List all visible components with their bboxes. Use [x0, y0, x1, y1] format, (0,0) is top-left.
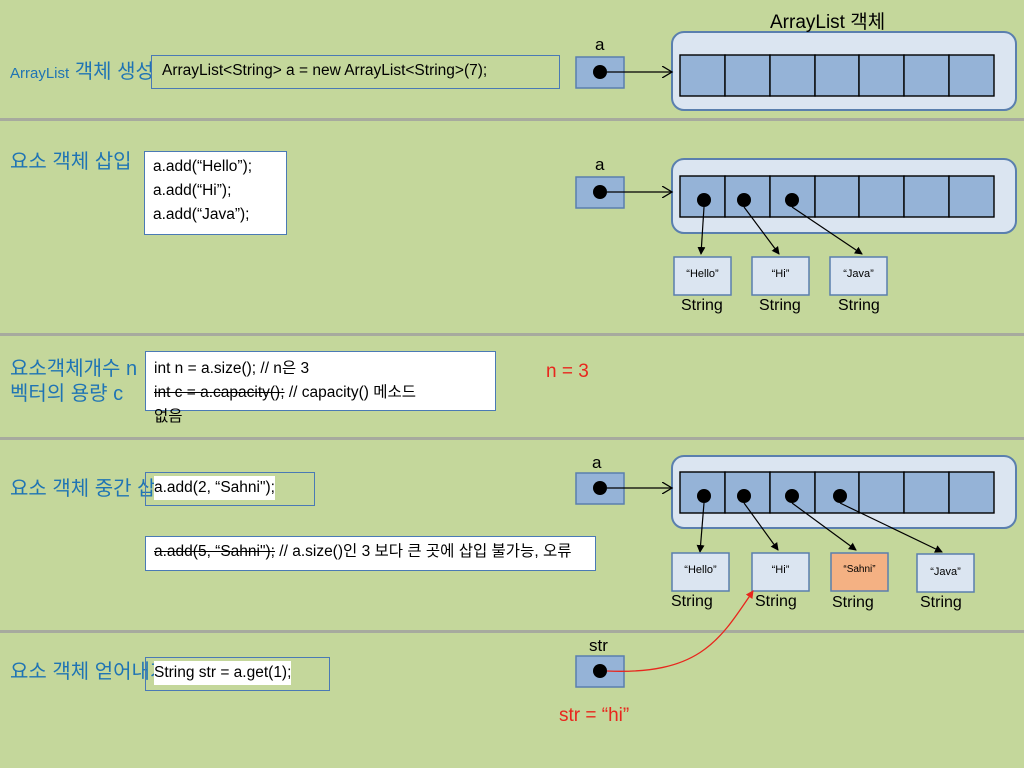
section-label-insert: 요소 객체 삽입	[10, 151, 132, 173]
code-line: ArrayList<String> a = new ArrayList<Stri…	[162, 62, 488, 79]
code-line: int c = a.capacity(); // capacity() 메소드	[154, 381, 487, 405]
code-line: a.add(“Hello”);	[153, 158, 253, 175]
type-label: String	[681, 297, 723, 314]
code-line: a.add(2, “Sahni");	[154, 476, 275, 500]
type-label: String	[838, 297, 880, 314]
section-divider	[0, 437, 1024, 440]
comment-text: // capacity() 메소드	[284, 384, 417, 401]
reference-label-str: str	[589, 636, 608, 655]
section-label-get: 요소 객체 얻어내기	[10, 661, 169, 683]
section-divider	[0, 333, 1024, 336]
string-object-text: “Hello”	[684, 564, 717, 576]
reference-label-a: a	[595, 155, 605, 174]
label-line: 벡터의 용량 c	[10, 383, 124, 405]
code-line: a.add(“Java”);	[153, 206, 250, 223]
strike-text: int c = a.capacity();	[154, 384, 285, 401]
string-object-text: “Hi”	[771, 564, 790, 576]
comment-text: // a.size()인 3 보다 큰 곳에 삽입 불가능, 오류	[274, 543, 572, 560]
result-n: n = 3	[546, 361, 589, 382]
code-line: a.add(5, “Sahni"); // a.size()인 3 보다 큰 곳…	[154, 540, 587, 564]
string-object-text: “Sahni”	[843, 564, 876, 575]
type-label: String	[832, 594, 874, 611]
string-object-text: “Hi”	[771, 268, 790, 280]
reference-label-a: a	[595, 35, 605, 54]
type-label: String	[759, 297, 801, 314]
section-label-mid-insert: 요소 객체 중간 삽입	[10, 478, 174, 500]
strike-text: a.add(5, “Sahni");	[154, 543, 275, 560]
reference-a-1	[575, 56, 672, 89]
code-size: int n = a.size(); // n은 3 int c = a.capa…	[145, 351, 496, 425]
type-label: String	[755, 593, 797, 610]
code-insert: a.add(“Hello”); a.add(“Hi”); a.add(“Java…	[144, 151, 287, 235]
arraylist-title: ArrayList 객체	[770, 12, 886, 33]
type-label: String	[920, 594, 962, 611]
reference-str	[575, 590, 754, 688]
section-label-size: 요소객체개수 n 벡터의 용량 c	[10, 357, 137, 407]
arraylist-container-2	[671, 158, 1017, 234]
reference-a-4	[575, 472, 672, 505]
element-pointers-2	[697, 206, 863, 255]
code-create: ArrayList<String> a = new ArrayList<Stri…	[151, 55, 560, 89]
string-object-text: “Java”	[930, 566, 961, 578]
code-line: int n = a.size(); // n은 3	[154, 360, 310, 377]
code-line: a.add(“Hi”);	[153, 182, 232, 199]
label-prefix: ArrayList	[10, 65, 70, 82]
code-get: String str = a.get(1);	[145, 657, 330, 691]
reference-label-a: a	[592, 453, 602, 472]
section-divider	[0, 630, 1024, 633]
string-objects-4	[671, 552, 975, 593]
section-label-create: ArrayList 객체 생성	[10, 60, 154, 85]
code-mid-insert: a.add(2, “Sahni");	[145, 472, 315, 506]
code-line: String str = a.get(1);	[154, 661, 292, 685]
code-mid-insert-error: a.add(5, “Sahni"); // a.size()인 3 보다 큰 곳…	[145, 536, 596, 571]
string-objects-2	[673, 256, 888, 296]
code-line: 없음	[154, 408, 183, 425]
arraylist-container-1	[671, 31, 1017, 111]
label-suffix: 객체 생성	[69, 61, 154, 83]
string-object-text: “Hello”	[686, 268, 719, 280]
arraylist-cells	[679, 54, 995, 97]
element-pointers-4	[696, 502, 943, 553]
reference-a-2	[575, 176, 672, 209]
string-object-text: “Java”	[843, 268, 874, 280]
result-str: str = “hi”	[559, 705, 630, 726]
arraylist-container-4	[671, 455, 1017, 529]
type-label: String	[671, 593, 713, 610]
section-divider	[0, 118, 1024, 121]
label-line: 요소객체개수 n	[10, 358, 138, 380]
